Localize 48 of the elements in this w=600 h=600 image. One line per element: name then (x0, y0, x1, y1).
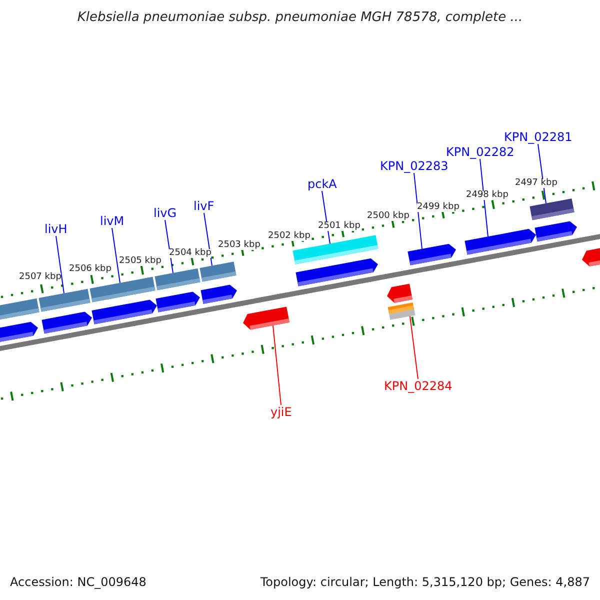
gene-feature (156, 292, 200, 312)
gene-label: KPN_02284 (384, 380, 452, 392)
scale-label: 2501 kbp (318, 222, 360, 231)
gene-bar (0, 298, 40, 321)
gene-bar (200, 262, 236, 282)
gene-bar (154, 268, 200, 290)
scale-label: 2499 kbp (417, 203, 460, 212)
leader-line (538, 144, 546, 204)
footer-text: Topology: circular; Length: 5,315,120 bp; Genes: 4,887 (260, 576, 590, 588)
gene-feature (534, 221, 577, 242)
scale-label: 2500 kbp (367, 212, 410, 221)
gene-label: livG (154, 207, 177, 219)
scale-label: 2502 kbp (268, 232, 310, 241)
scale-label: 2497 kbp (515, 179, 558, 188)
gene-label: livM (100, 215, 124, 227)
gene-feature (408, 244, 456, 266)
gene-bar (388, 302, 416, 320)
gene-label: pckA (308, 178, 337, 190)
gene-feature (200, 284, 237, 304)
title: Klebsiella pneumoniae subsp. pneumoniae MGH 78578, complete ... (76, 11, 524, 24)
scale-label: 2505 kbp (119, 257, 162, 266)
scale-label: 2498 kbp (466, 191, 508, 200)
footer-text: Accession: NC_009648 (10, 576, 146, 588)
scale-label: 2506 kbp (69, 265, 112, 274)
scale-label: 2504 kbp (169, 249, 212, 258)
gene-label: KPN_02283 (380, 160, 448, 172)
gene-bar (530, 198, 574, 220)
gene-feature (243, 306, 290, 330)
gene-label: livF (194, 200, 214, 212)
scale-label: 2507 kbp (19, 273, 62, 282)
gene-feature (92, 300, 157, 324)
leader-line (272, 325, 282, 406)
gene-feature (0, 322, 38, 344)
gene-label: yjiE (270, 406, 292, 418)
gene-feature (296, 258, 378, 286)
scale-label: 2503 kbp (218, 241, 260, 250)
gene-label: KPN_02281 (504, 131, 572, 143)
gene-bar (38, 288, 90, 312)
gene-feature (387, 284, 412, 303)
gene-label: livH (44, 223, 68, 235)
leader-line (410, 316, 418, 380)
leader-line (414, 172, 422, 250)
gene-feature (42, 312, 92, 334)
leader-line (56, 236, 64, 294)
gene-bar (90, 276, 156, 302)
leader-line (112, 228, 120, 284)
gene-label: KPN_02282 (446, 146, 514, 158)
leader-line (480, 158, 488, 238)
